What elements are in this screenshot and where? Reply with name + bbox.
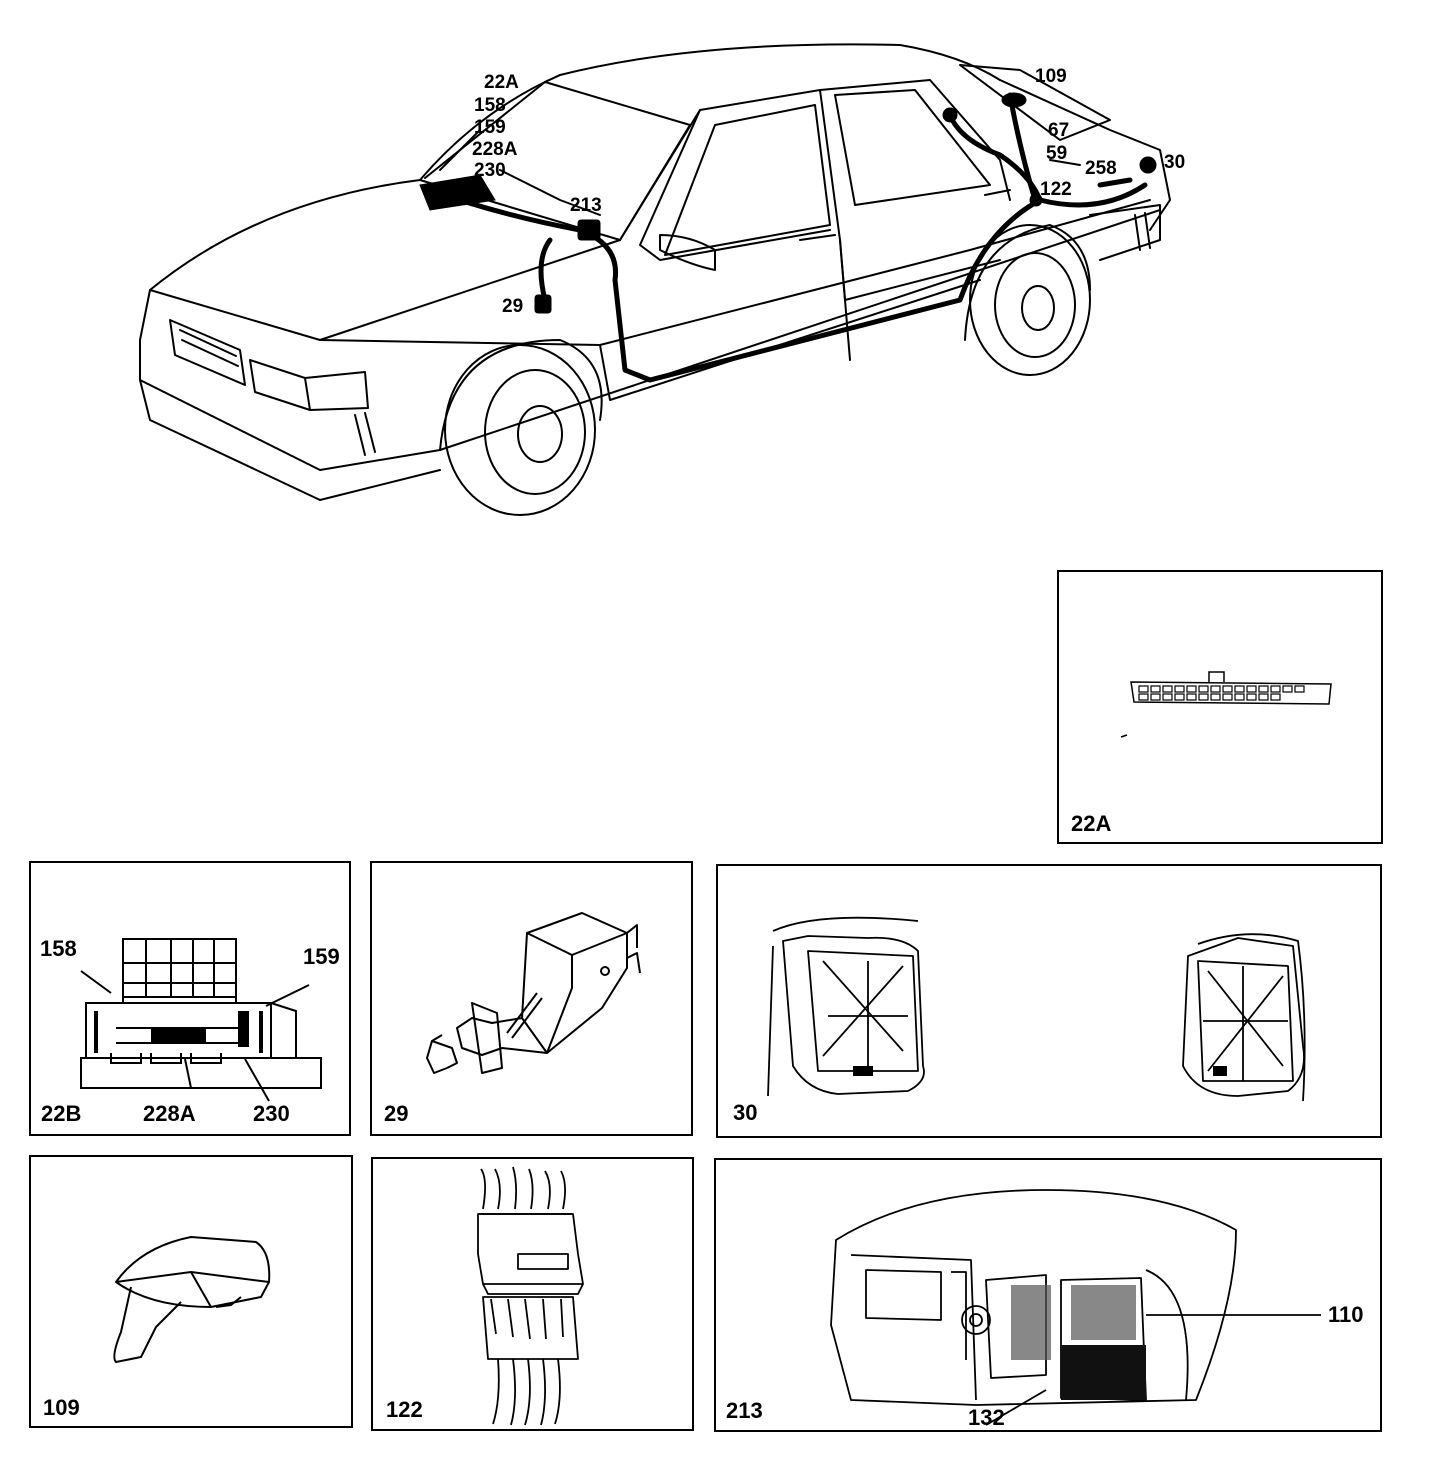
panel-122-label: 122 [386,1397,423,1422]
panel-30-label: 30 [733,1100,758,1125]
panel-213-callout-132: 132 [968,1405,1005,1430]
callout-159: 159 [474,117,506,138]
callout-230: 230 [474,160,506,181]
panel-30: 30 [716,864,1382,1138]
callout-22A: 22A [484,72,519,93]
panel-213-label: 213 [726,1398,763,1423]
panel-22B-callout-159: 159 [303,944,340,969]
instrument-cluster-drawing [830,1189,1321,1426]
panel-213-callout-110: 110 [1328,1302,1364,1327]
panel-122: 122 [371,1157,694,1431]
callout-258: 258 [1085,158,1117,179]
panel-29-label: 29 [384,1101,409,1126]
panel-22A-label: 22A [1071,811,1112,836]
callout-213: 213 [570,195,602,216]
interior-lamp-drawing [113,1236,271,1363]
car-illustration [139,43,1171,516]
callout-30: 30 [1164,152,1186,173]
panel-22B: 158 159 22B 228A 230 [29,861,351,1136]
callout-122: 122 [1040,179,1072,200]
panel-109-label: 109 [43,1395,80,1420]
callout-29: 29 [502,296,524,317]
connector-drawing [477,1166,584,1426]
panel-22B-callout-228A: 228A [143,1101,196,1126]
panel-22B-label: 22B [41,1101,82,1126]
panel-109: 109 [29,1155,353,1428]
callout-59: 59 [1046,143,1068,164]
tail-lamp-drawing [767,916,1306,1102]
panel-22A: 22A [1057,570,1383,844]
panel-29: 29 [370,861,693,1136]
panel-213: 110 132 213 [714,1158,1382,1432]
fuse-box-drawing [80,938,322,1102]
callout-158: 158 [474,95,506,116]
callout-67: 67 [1048,120,1070,141]
fuse-strip-drawing [1120,671,1332,738]
switch-drawing [426,912,641,1074]
panel-22B-callout-158: 158 [40,936,77,961]
callout-109: 109 [1035,66,1067,87]
panel-22B-callout-230: 230 [253,1101,290,1126]
callout-228A: 228A [472,139,518,160]
